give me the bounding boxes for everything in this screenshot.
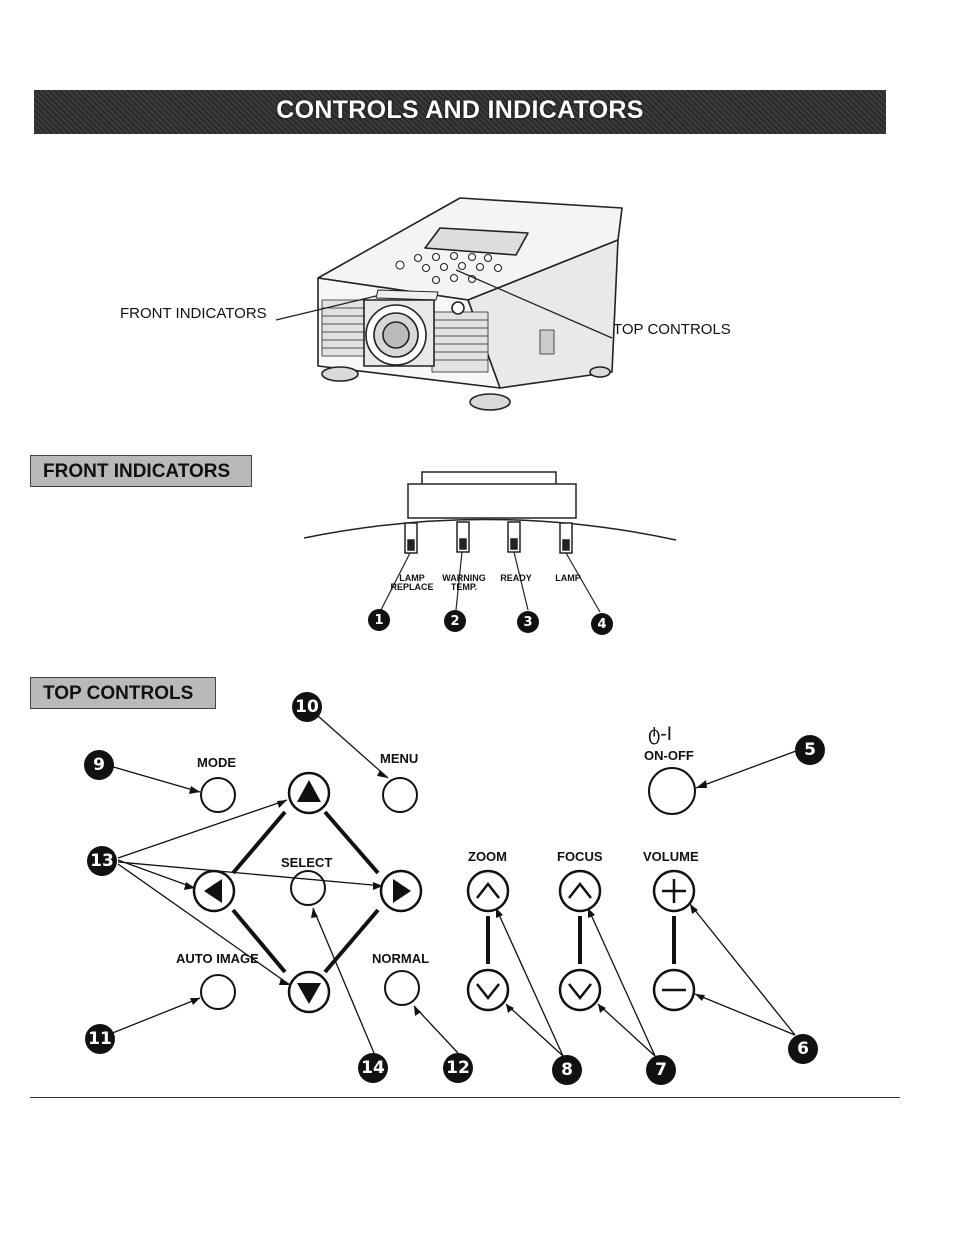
power-symbol-icon: ტ-I	[648, 724, 673, 745]
mode-label: MODE	[197, 755, 236, 770]
callout-3: 3	[517, 611, 539, 633]
callout-9: 9	[84, 750, 114, 780]
select-label: SELECT	[281, 855, 333, 870]
auto-image-label: AUTO IMAGE	[176, 951, 259, 966]
front-indicators-heading: FRONT INDICATORS	[30, 455, 252, 487]
title-banner: CONTROLS AND INDICATORS	[34, 90, 886, 134]
callout-4: 4	[591, 613, 613, 635]
projector-illustration	[317, 197, 623, 411]
normal-label: NORMAL	[372, 951, 430, 966]
callout-7: 7	[646, 1055, 676, 1085]
callout-2: 2	[444, 610, 466, 632]
overview-top-controls-label: TOP CONTROLS	[613, 321, 731, 338]
top-controls-drawing	[192, 767, 696, 1014]
callout-11: 11	[85, 1024, 115, 1054]
indicator-label-ready: READY	[500, 573, 532, 583]
zoom-label: ZOOM	[468, 849, 507, 864]
callout-6: 6	[788, 1034, 818, 1064]
page-title: CONTROLS AND INDICATORS	[276, 96, 644, 124]
front-indicators-drawing	[303, 471, 677, 554]
callout-1: 1	[368, 609, 390, 631]
top-controls-heading: TOP CONTROLS	[30, 677, 216, 709]
bottom-divider	[30, 1097, 900, 1098]
indicator-label-lamp-replace: LAMP REPLACE	[390, 573, 434, 592]
overview-front-indicators-label: FRONT INDICATORS	[120, 305, 267, 322]
menu-label: MENU	[380, 751, 419, 766]
on-off-label: ON-OFF	[644, 748, 694, 763]
callout-10: 10	[292, 692, 322, 722]
callout-14: 14	[358, 1053, 388, 1083]
callout-5: 5	[795, 735, 825, 765]
indicator-label-lamp: LAMP	[555, 573, 581, 583]
callout-13: 13	[87, 846, 117, 876]
indicator-label-warning-temp: WARNING TEMP.	[442, 573, 486, 592]
volume-label: VOLUME	[643, 849, 699, 864]
callout-12: 12	[443, 1053, 473, 1083]
focus-label: FOCUS	[557, 849, 603, 864]
callout-8: 8	[552, 1055, 582, 1085]
